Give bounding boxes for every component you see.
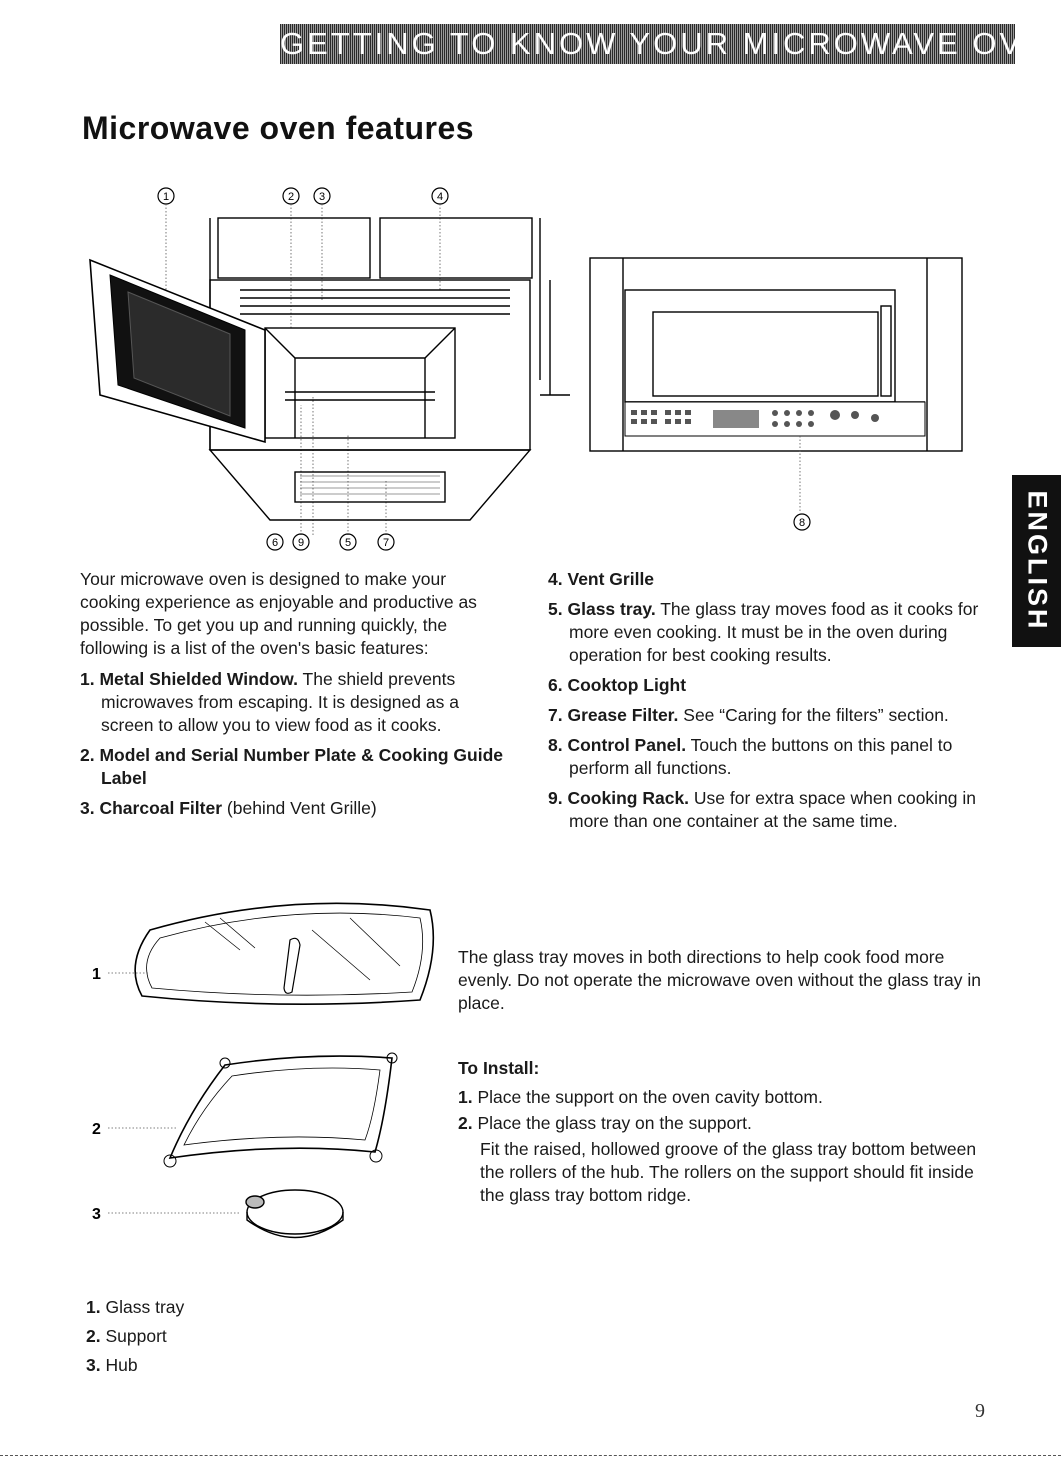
support-graphic bbox=[163, 1052, 398, 1168]
footer-divider bbox=[0, 1455, 1061, 1456]
page-number: 9 bbox=[975, 1400, 985, 1422]
callout-panel-8: 8 bbox=[793, 513, 811, 531]
legend-item: 2. Support bbox=[86, 1326, 167, 1346]
tray-assembly-illustration: 1 2 3 bbox=[92, 902, 435, 1239]
intro-paragraph: Your microwave oven is designed to make … bbox=[80, 569, 477, 658]
tray-callout-1: 1 bbox=[92, 966, 101, 983]
tray-callout-3: 3 bbox=[92, 1206, 101, 1223]
install-step: 1. Place the support on the oven cavity … bbox=[458, 1087, 823, 1107]
feature-item: 2. Model and Serial Number Plate & Cooki… bbox=[80, 745, 504, 788]
svg-text:2: 2 bbox=[288, 191, 294, 203]
callout-top-1: 1 bbox=[157, 187, 175, 205]
feature-item: 4. Vent Grille bbox=[548, 569, 655, 589]
callout-top-4: 4 bbox=[431, 187, 449, 205]
install-heading: To Install: bbox=[458, 1058, 540, 1078]
svg-text:1: 1 bbox=[163, 191, 169, 203]
legend-item: 3. Hub bbox=[86, 1355, 138, 1375]
legend-item: 1. Glass tray bbox=[86, 1297, 185, 1317]
svg-text:9: 9 bbox=[298, 537, 304, 549]
feature-item: 1. Metal Shielded Window. The shield pre… bbox=[80, 669, 459, 735]
features-list-right: 4. Vent Grille 5. Glass tray. The glass … bbox=[548, 568, 988, 840]
svg-text:6: 6 bbox=[272, 537, 278, 549]
tray-description: The glass tray moves in both directions … bbox=[458, 947, 982, 1013]
feature-item: 9. Cooking Rack. Use for extra space whe… bbox=[548, 788, 977, 831]
svg-text:4: 4 bbox=[437, 191, 443, 203]
language-tab-label: ENGLISH bbox=[1022, 490, 1052, 632]
callout-top-2: 2 bbox=[282, 187, 300, 205]
callout-bottom-5: 5 bbox=[339, 533, 357, 551]
oven-open-illustration: 1 2 3 4 bbox=[89, 187, 570, 551]
features-list-left: 1. Metal Shielded Window. The shield pre… bbox=[80, 668, 510, 827]
install-step: 2. Place the glass tray on the support. bbox=[458, 1113, 752, 1133]
language-tab: ENGLISH bbox=[1012, 475, 1061, 647]
feature-item: 3. Charcoal Filter (behind Vent Grille) bbox=[80, 798, 377, 818]
feature-item: 7. Grease Filter. See “Caring for the fi… bbox=[548, 705, 949, 725]
section-header-band: GETTING TO KNOW YOUR MICROWAVE OVEN bbox=[280, 24, 1015, 64]
svg-text:3: 3 bbox=[319, 191, 325, 203]
section-header-title: GETTING TO KNOW YOUR MICROWAVE OVEN bbox=[280, 26, 1015, 61]
callout-bottom-6: 6 bbox=[266, 533, 284, 551]
oven-closed-illustration: 8 bbox=[589, 257, 963, 531]
control-panel-graphic bbox=[624, 401, 926, 437]
svg-text:8: 8 bbox=[799, 517, 805, 529]
install-steps: 1. Place the support on the oven cavity … bbox=[458, 1086, 978, 1210]
page-title: Microwave oven features bbox=[82, 110, 475, 146]
callout-top-3: 3 bbox=[313, 187, 331, 205]
callout-bottom-9: 9 bbox=[292, 533, 310, 551]
tray-legend: 1. Glass tray 2. Support 3. Hub bbox=[86, 1293, 184, 1380]
svg-text:5: 5 bbox=[345, 537, 351, 549]
feature-item: 5. Glass tray. The glass tray moves food… bbox=[548, 599, 979, 665]
svg-text:7: 7 bbox=[383, 537, 389, 549]
oven-door bbox=[89, 258, 266, 444]
tray-callout-2: 2 bbox=[92, 1121, 101, 1138]
hub-graphic bbox=[245, 1189, 344, 1239]
glass-tray-graphic bbox=[134, 902, 435, 1005]
install-note: Fit the raised, hollowed groove of the g… bbox=[480, 1139, 977, 1205]
feature-item: 8. Control Panel. Touch the buttons on t… bbox=[548, 735, 953, 778]
callout-bottom-7: 7 bbox=[377, 533, 395, 551]
feature-item: 6. Cooktop Light bbox=[548, 675, 687, 695]
